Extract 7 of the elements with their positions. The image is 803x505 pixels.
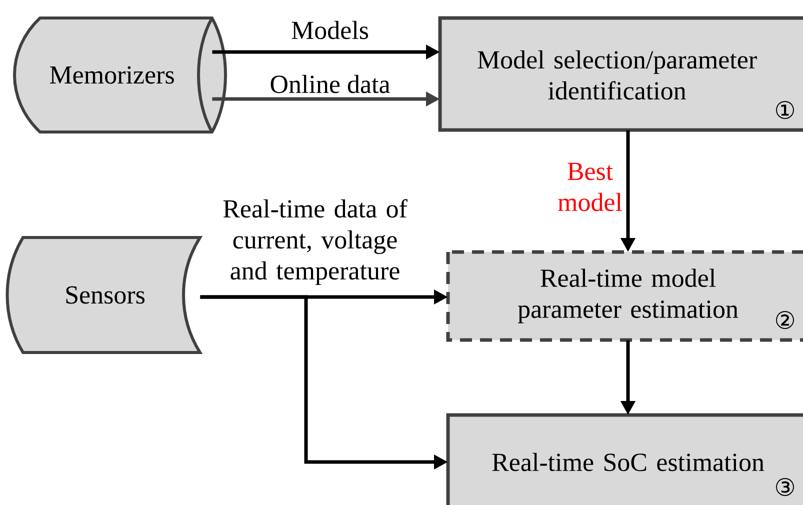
edge-label: Real-time data of current, voltage and temperature [223, 199, 408, 285]
edge-label: Best model [558, 162, 622, 212]
edge-label: Online data [270, 74, 390, 94]
process-box: Real-time model parameter estimation ② [446, 250, 803, 342]
process-box: Real-time SoC estimation ③ [446, 413, 803, 505]
process-box: Model selection/parameter identification ① [438, 16, 803, 132]
edge-label: Models [292, 20, 368, 40]
